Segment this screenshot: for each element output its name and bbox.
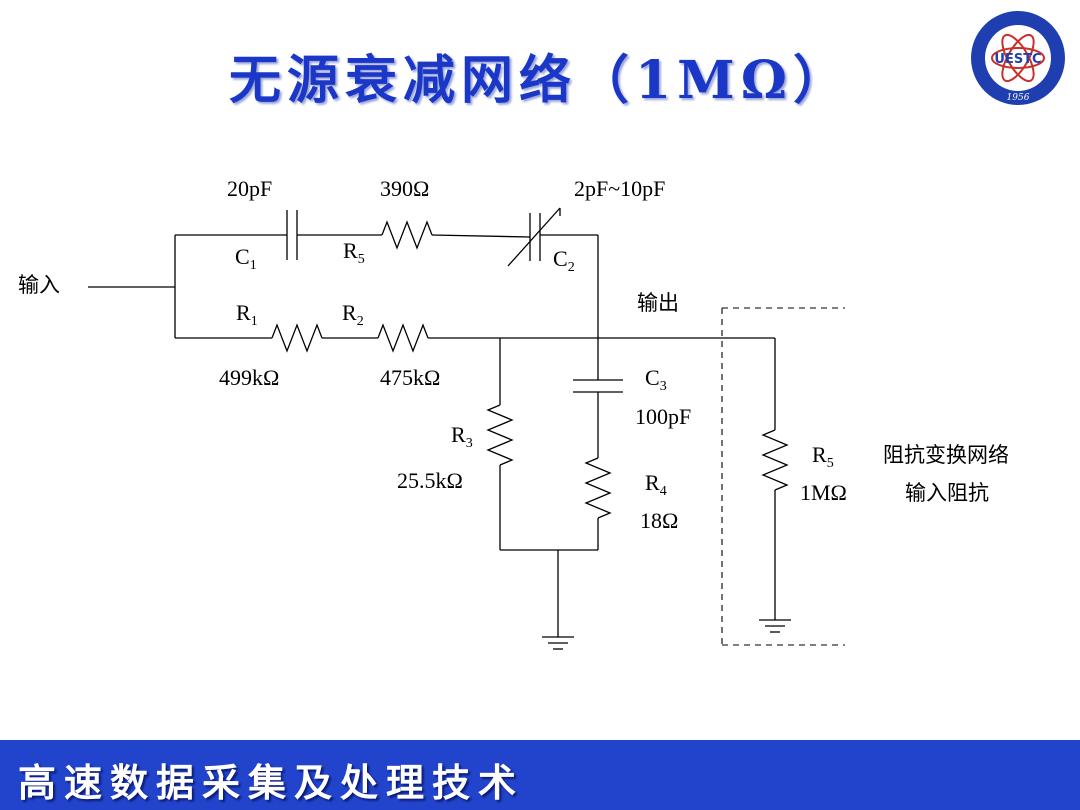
page-title: 无源衰减网络（1MΩ） bbox=[228, 50, 852, 111]
c3-name: C3 bbox=[645, 365, 667, 394]
r1-name: R1 bbox=[236, 300, 258, 329]
circuit-diagram: 输入 输出 20pF C1 390Ω R5 2pF~10pF C2 R1 499… bbox=[18, 176, 1009, 650]
logo-year: 1956 bbox=[1007, 93, 1030, 103]
c1-value: 20pF bbox=[227, 176, 272, 201]
r4-value: 18Ω bbox=[640, 508, 678, 533]
c2-value: 2pF~10pF bbox=[574, 176, 665, 201]
r4-name: R4 bbox=[645, 470, 667, 499]
footer-bar: 高速数据采集及处理技术 bbox=[0, 740, 1080, 810]
r2-name: R2 bbox=[342, 300, 364, 329]
r1-value: 499kΩ bbox=[219, 365, 279, 390]
load-note-line2: 输入阻抗 bbox=[905, 481, 989, 505]
r2-value: 475kΩ bbox=[380, 365, 440, 390]
load-note-line1: 阻抗变换网络 bbox=[883, 443, 1009, 467]
r3-value: 25.5kΩ bbox=[397, 468, 463, 493]
c3-value: 100pF bbox=[635, 404, 691, 429]
output-label: 输出 bbox=[637, 291, 679, 315]
r5-top-value: 390Ω bbox=[380, 176, 429, 201]
r5-load-value: 1MΩ bbox=[800, 480, 847, 505]
c2-name: C2 bbox=[553, 246, 575, 275]
c1-name: C1 bbox=[235, 244, 257, 273]
input-label: 输入 bbox=[18, 273, 60, 297]
footer-course-title: 高速数据采集及处理技术 bbox=[18, 760, 525, 805]
r5-load-name: R5 bbox=[812, 442, 834, 471]
logo-text: UESTC bbox=[994, 52, 1041, 67]
r5-top-name: R5 bbox=[343, 238, 365, 267]
university-logo: UESTC 1956 bbox=[971, 11, 1065, 105]
r3-name: R3 bbox=[451, 422, 473, 451]
